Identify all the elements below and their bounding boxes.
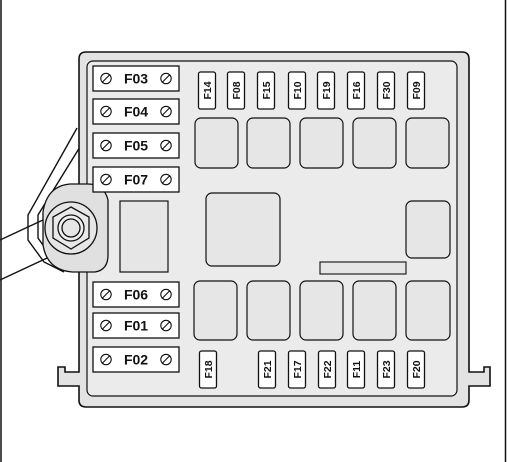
connector-strip (319, 261, 407, 275)
relay-socket (193, 280, 238, 341)
relay-socket (299, 117, 344, 169)
fuse-f18: F18 (198, 350, 218, 389)
screw-icon (100, 139, 112, 152)
fuse-label: F06 (124, 287, 148, 303)
fuse-label: F07 (124, 172, 148, 188)
relay-socket (405, 280, 451, 341)
relay-socket (246, 117, 291, 169)
fuse-f08: F08 (226, 71, 246, 110)
fuse-label: F09 (411, 81, 423, 99)
screw-icon (160, 319, 172, 332)
screw-icon (160, 105, 172, 118)
fuse-label: F05 (124, 138, 148, 154)
screw-icon (160, 139, 172, 152)
fuse-f01: F01 (92, 312, 180, 339)
screw-icon (160, 72, 172, 85)
fuse-f21: F21 (257, 350, 277, 389)
screw-icon (100, 319, 112, 332)
fuse-label: F15 (261, 81, 273, 99)
empty-fuse-slot (119, 200, 169, 273)
screw-icon (100, 173, 112, 186)
fuse-label: F20 (411, 360, 423, 378)
fuse-label: F22 (322, 360, 334, 378)
screw-icon (100, 72, 112, 85)
fuse-f22: F22 (317, 350, 337, 389)
fuse-label: F21 (262, 360, 274, 378)
fuse-label: F11 (351, 361, 363, 379)
relay-socket (299, 280, 344, 341)
fuse-f17: F17 (287, 350, 307, 389)
screw-icon (160, 173, 172, 186)
fuse-f03: F03 (92, 65, 180, 92)
screw-icon (100, 105, 112, 118)
fuse-label: F16 (351, 81, 363, 99)
relay-socket (246, 280, 291, 341)
fuse-label: F02 (124, 352, 148, 368)
fuse-label: F23 (381, 360, 393, 378)
fuse-f10: F10 (287, 71, 307, 110)
fuse-f19: F19 (316, 71, 336, 110)
fuse-f05: F05 (92, 132, 180, 159)
fuse-f06: F06 (92, 281, 180, 308)
relay-row-bottom (193, 280, 451, 341)
fuse-f11: F11 (346, 350, 366, 389)
fuse-f02: F02 (92, 346, 180, 373)
relay-socket (405, 117, 450, 169)
fuse-f09: F09 (406, 71, 426, 110)
fuse-label: F01 (124, 318, 148, 334)
fuse-label: F14 (202, 81, 214, 99)
fuse-label: F08 (231, 81, 243, 99)
bolt-stud (42, 183, 109, 273)
fuse-label: F17 (292, 360, 304, 378)
fuse-f23: F23 (376, 350, 396, 389)
screw-icon (100, 288, 112, 301)
screw-icon (100, 353, 112, 366)
screw-icon (160, 353, 172, 366)
fuse-f20: F20 (406, 350, 426, 389)
fuse-label: F18 (203, 360, 215, 378)
fuse-f14: F14 (197, 71, 217, 110)
fuse-f30: F30 (376, 71, 396, 110)
fuse-label: F30 (381, 81, 393, 99)
relay-socket-right (405, 200, 451, 259)
relay-row-top (194, 117, 450, 169)
fuse-f16: F16 (346, 71, 366, 110)
fuse-label: F03 (124, 71, 148, 87)
screw-icon (160, 288, 172, 301)
fuse-f07: F07 (92, 166, 180, 193)
fuse-label: F04 (124, 104, 148, 120)
relay-socket (352, 117, 397, 169)
fuse-label: F10 (292, 81, 304, 99)
relay-socket (194, 117, 239, 169)
fuse-f04: F04 (92, 98, 180, 125)
relay-socket (352, 280, 397, 341)
large-relay-socket (205, 192, 281, 267)
fuse-label: F19 (321, 81, 333, 99)
fuse-f15: F15 (256, 71, 276, 110)
